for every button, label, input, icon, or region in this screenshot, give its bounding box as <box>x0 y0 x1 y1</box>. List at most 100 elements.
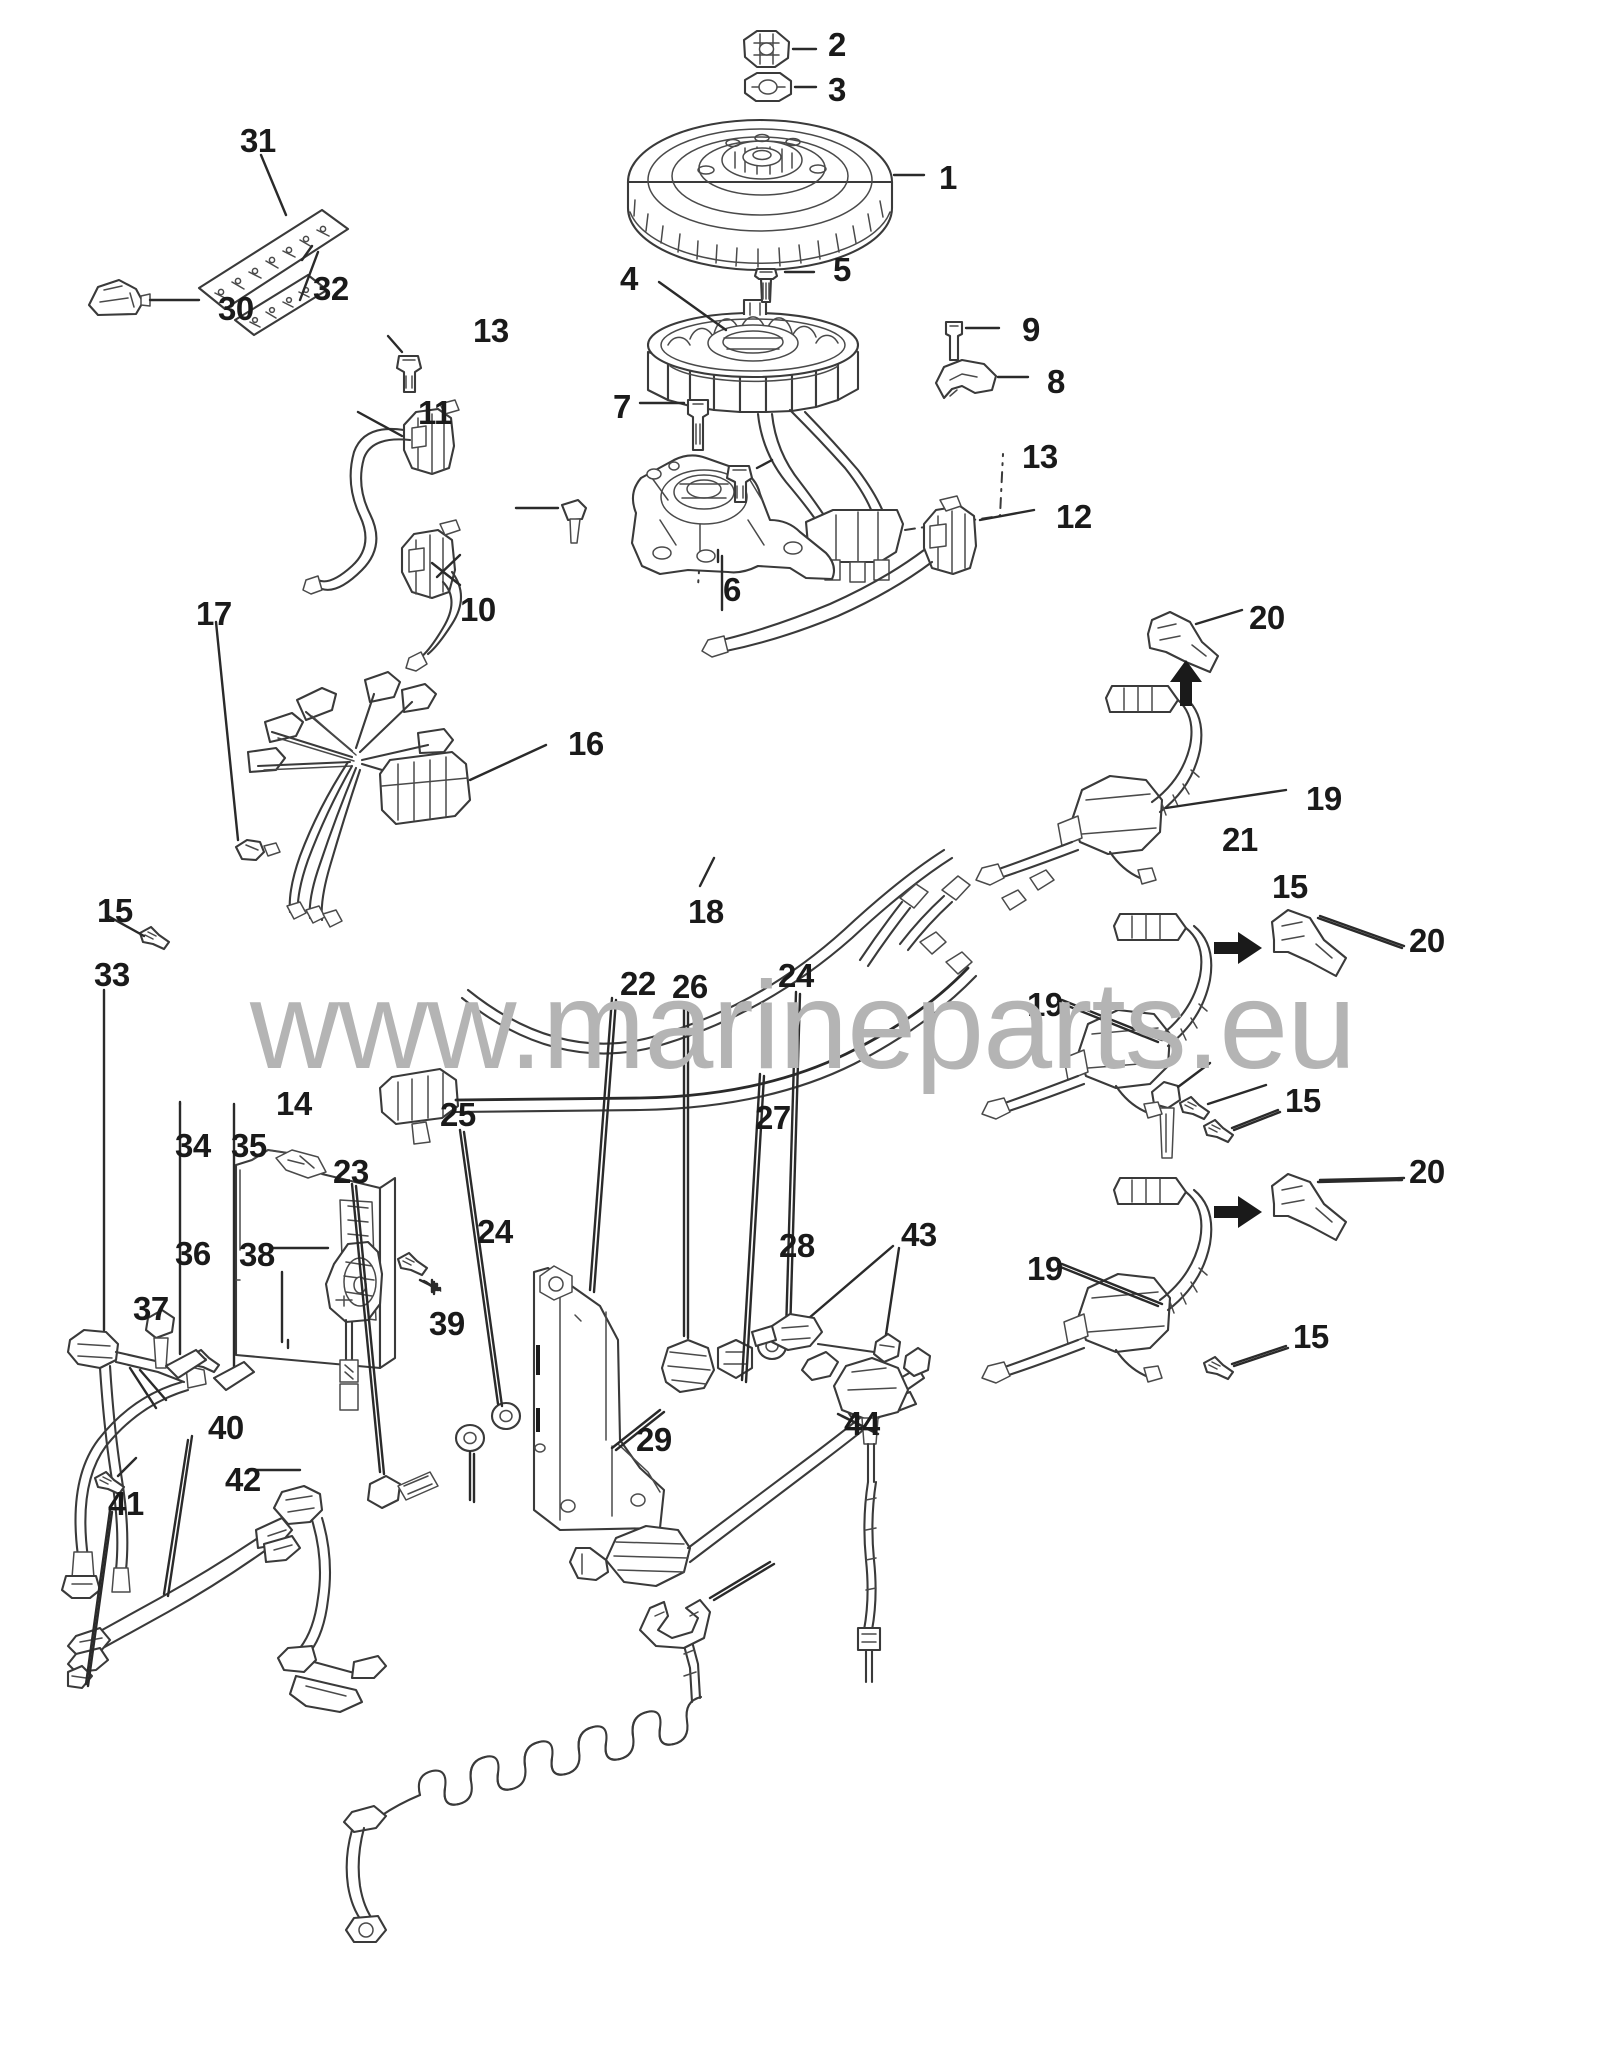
callout-1: 1 <box>939 159 957 196</box>
part-trigger-coil-lower <box>400 519 463 672</box>
callout-19-a: 19 <box>1306 780 1342 817</box>
part-battery-cable <box>66 1434 302 1674</box>
part-trigger-coil-right <box>701 495 1036 658</box>
callout-15-c: 15 <box>1285 1082 1321 1119</box>
callout-9: 9 <box>1022 311 1040 348</box>
callout-2: 2 <box>828 26 846 63</box>
part-ring-gear-strip-short <box>233 244 329 337</box>
part-flywheel-nut <box>742 29 818 69</box>
callout-20-a: 20 <box>1249 599 1285 636</box>
part-rubber-mount <box>660 1002 716 1394</box>
part-coil-mounting-bracket <box>532 996 666 1532</box>
part-bracket-washer-a <box>756 990 802 1361</box>
callout-20-c: 20 <box>1409 1153 1445 1190</box>
part-lead-terminal <box>188 1102 236 1378</box>
callout-19-b: 19 <box>1027 986 1063 1023</box>
part-ground-screw-b <box>1178 1083 1268 1121</box>
part-ignition-coil-c <box>981 1176 1213 1384</box>
callout-21: 21 <box>1222 821 1258 858</box>
part-coil-screw-right <box>725 458 774 504</box>
part-ground-lead-screw <box>93 1456 138 1496</box>
callout-39: 39 <box>429 1305 465 1342</box>
part-rectifier-screw <box>396 1251 442 1296</box>
callout-6: 6 <box>723 571 741 608</box>
part-ignition-coil-a <box>975 684 1288 886</box>
callout-23: 23 <box>333 1153 369 1190</box>
callout-24-a: 24 <box>778 957 814 994</box>
callout-22: 22 <box>620 965 656 1002</box>
callout-4: 4 <box>620 260 638 297</box>
callout-43: 43 <box>901 1216 937 1253</box>
callout-36: 36 <box>175 1235 211 1272</box>
part-choke-spring-assembly <box>342 1408 712 1944</box>
callout-10: 10 <box>460 591 496 628</box>
callout-12: 12 <box>1056 498 1092 535</box>
part-stator-assembly <box>646 280 860 414</box>
base-plate-fixing-screw <box>514 498 588 544</box>
callout-13-right: 13 <box>1022 438 1058 475</box>
callout-38: 38 <box>239 1236 275 1273</box>
part-flywheel-key-holder <box>87 278 201 317</box>
part-clip-screw <box>944 320 1001 362</box>
callout-32: 32 <box>313 270 349 307</box>
callout-15-d: 15 <box>1293 1318 1329 1355</box>
callout-35: 35 <box>231 1127 267 1164</box>
part-main-harness <box>246 670 978 1145</box>
callout-17: 17 <box>196 595 232 632</box>
part-cable-screw <box>66 1508 114 1690</box>
callout-26: 26 <box>672 968 708 1005</box>
callout-29: 29 <box>636 1421 672 1458</box>
part-stop-switch-assembly <box>750 1244 932 1684</box>
part-coil-bracket-stud <box>1150 1061 1212 1159</box>
part-ground-lead <box>60 1348 256 1600</box>
callout-3: 3 <box>828 71 846 108</box>
callout-15-b: 15 <box>1272 868 1308 905</box>
part-flywheel-washer <box>743 71 818 103</box>
callout-27: 27 <box>755 1099 791 1136</box>
part-base-plate-screw <box>638 398 710 452</box>
part-bracket-bolt <box>350 1182 439 1510</box>
part-spark-plug-boot-a <box>1146 608 1244 706</box>
part-lead-screw <box>144 1100 182 1369</box>
part-trigger-coil-upper <box>302 399 460 595</box>
part-jumper-lead <box>254 1468 388 1714</box>
callout-5: 5 <box>833 251 851 288</box>
callout-33: 33 <box>94 956 130 993</box>
callout-7: 7 <box>613 388 631 425</box>
callout-42: 42 <box>225 1461 261 1498</box>
part-coil-screw-left <box>386 334 423 394</box>
part-harness-terminal <box>214 620 281 862</box>
part-ground-screw-d <box>1202 1344 1290 1381</box>
part-flywheel <box>626 118 926 272</box>
part-ground-screw-c <box>1202 1108 1282 1144</box>
callout-25: 25 <box>440 1096 476 1133</box>
part-ground-screw-a <box>106 914 171 951</box>
part-spark-plug-boot-c <box>1214 1172 1406 1242</box>
callout-11: 11 <box>418 394 452 431</box>
part-spark-plug-boot-b <box>1214 908 1406 978</box>
callout-30: 30 <box>218 290 254 327</box>
part-stator-screw <box>753 267 816 304</box>
callout-31: 31 <box>240 122 276 159</box>
part-bracket-grommet <box>458 1128 522 1431</box>
callout-28: 28 <box>779 1227 815 1264</box>
callout-18: 18 <box>688 893 724 930</box>
callout-44: 44 <box>844 1405 880 1442</box>
part-rectifier-regulator <box>268 1240 384 1411</box>
callout-20-b: 20 <box>1409 922 1445 959</box>
callout-13-left: 13 <box>473 312 509 349</box>
callout-14: 14 <box>276 1085 312 1122</box>
callout-15-a: 15 <box>97 892 133 929</box>
part-bracket-washer-b <box>454 1423 486 1504</box>
part-wire-clip <box>934 358 1030 400</box>
part-ring-gear-strip-long <box>197 153 350 311</box>
callout-41: 41 <box>108 1485 144 1522</box>
part-mount-spacer <box>716 1072 766 1384</box>
harness-loose-terminals <box>919 869 1055 975</box>
callout-8: 8 <box>1047 363 1065 400</box>
harness-bullet-terminals <box>286 901 343 928</box>
callout-16: 16 <box>568 725 604 762</box>
part-ignition-coil-b <box>981 912 1213 1120</box>
